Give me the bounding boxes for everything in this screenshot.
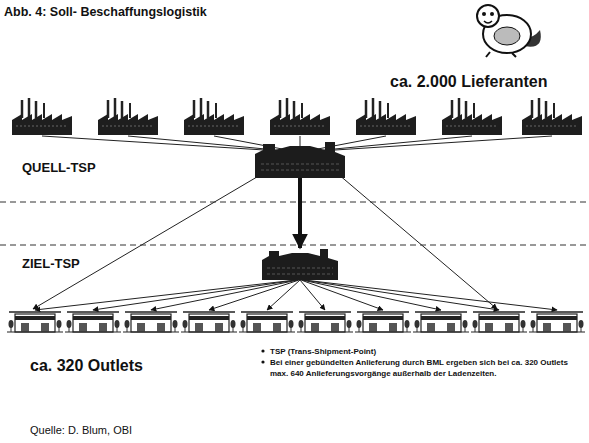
factory-icon	[522, 98, 582, 135]
transshipment-point: ZIEL-TSP	[262, 248, 338, 280]
warehouse-texture	[261, 164, 339, 170]
outlet-icon	[239, 312, 295, 332]
logo-mouth	[484, 21, 492, 23]
supply-line	[304, 136, 552, 152]
dashed-divider	[0, 202, 589, 203]
distribution-line	[267, 280, 300, 310]
source-caption: Quelle: D. Blum, OBI	[30, 423, 132, 437]
distribution-line	[304, 280, 557, 310]
bullet	[261, 360, 264, 363]
outlet-icon	[471, 312, 527, 332]
dashed-divider	[0, 245, 589, 246]
warehouse-body	[262, 249, 338, 280]
distribution-line	[151, 280, 298, 310]
group-label: ca. 320 Outlets	[30, 357, 230, 375]
factory-icon	[356, 98, 416, 135]
transshipment-point: QUELL-TSP	[255, 140, 345, 178]
node-label: ZIEL-TSP	[22, 257, 80, 271]
supplier-factories	[12, 98, 582, 135]
distribution-line	[209, 280, 299, 310]
outlet-row	[7, 312, 585, 332]
logo-head	[477, 5, 499, 27]
distribution-line	[302, 280, 441, 310]
warehouse-shape	[255, 140, 345, 178]
group-label: ca. 2.000 Lieferanten	[390, 73, 585, 91]
outlet-icon	[355, 312, 411, 332]
outlet-icon	[413, 312, 469, 332]
outlet-icon	[529, 312, 585, 332]
distribution-line	[303, 280, 499, 310]
direct-delivery-line	[33, 174, 262, 309]
factory-icon	[184, 98, 244, 135]
figure-title: Abb. 4: Soll- Beschaffungslogistik	[4, 4, 207, 20]
factory-icon	[270, 98, 330, 135]
outlet-icon	[181, 312, 237, 332]
distribution-line	[93, 280, 297, 310]
bypass-lines	[33, 174, 497, 309]
outlet-icon	[123, 312, 179, 332]
warehouse-texture	[267, 268, 333, 274]
note-text: Bei einer gebündelten Anlieferung durch …	[270, 357, 570, 379]
logo-eye	[482, 12, 486, 16]
warehouse-body	[255, 142, 345, 178]
flow-arrow	[298, 178, 302, 248]
distribution-line	[35, 280, 296, 310]
warehouse-shape	[262, 248, 338, 280]
factory-icon	[98, 98, 158, 135]
factory-icon	[442, 98, 502, 135]
logo-belly	[494, 27, 520, 45]
bullet	[261, 349, 264, 352]
factory-icon	[12, 98, 72, 135]
outlet-icon	[65, 312, 121, 332]
outlet-icon	[297, 312, 353, 332]
distribution-lines	[35, 280, 557, 310]
logo-eye	[490, 12, 494, 16]
logo-feet	[486, 52, 516, 57]
outlet-icon	[7, 312, 63, 332]
beaver-logo	[477, 5, 541, 57]
node-label: QUELL-TSP	[22, 161, 96, 175]
note-text: TSP (Trans-Shipment-Point)	[270, 346, 570, 357]
